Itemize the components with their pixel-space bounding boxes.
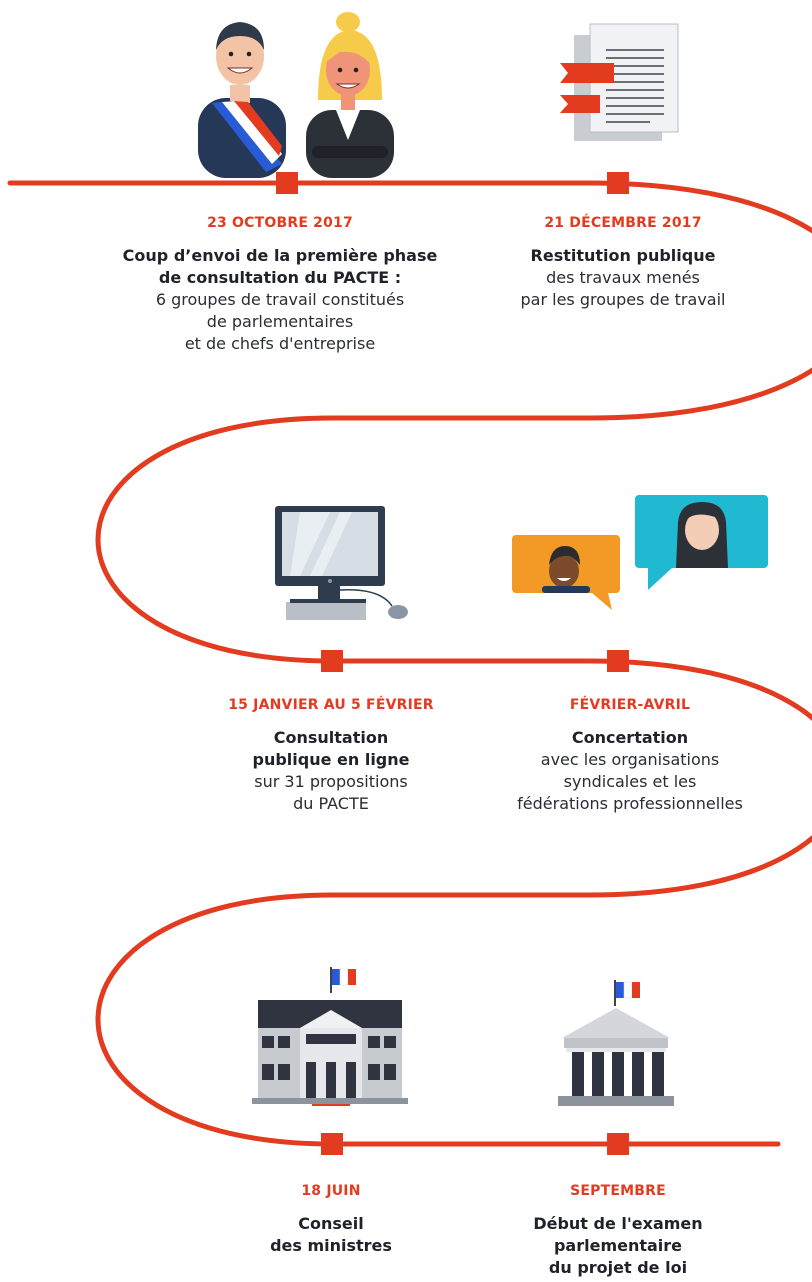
chat-bubbles-icon [512,495,768,610]
timeline-marker [321,650,343,672]
desktop-computer-icon [275,506,408,620]
timeline-step-5: 18 JUIN Conseil des ministres [231,1183,431,1257]
step-date: 15 JANVIER AU 5 FÉVRIER [228,697,434,713]
timeline-step-4: FÉVRIER-AVRIL Concertation avec les orga… [488,697,772,815]
timeline-step-6: SEPTEMBRE Début de l'examen parlementair… [508,1183,728,1279]
step-date: SEPTEMBRE [570,1183,666,1199]
step-date: 21 DÉCEMBRE 2017 [544,215,702,231]
step-title: Restitution publique [530,246,716,265]
timeline-marker [607,1133,629,1155]
timeline-marker [321,1133,343,1155]
timeline-step-3: 15 JANVIER AU 5 FÉVRIER Consultation pub… [206,697,456,815]
step-description: 6 groupes de travail constitués de parle… [155,290,405,353]
step-description: avec les organisations syndicales et les… [517,750,743,813]
step-description: des travaux menés par les groupes de tra… [520,268,726,309]
elected-officials-icon [198,12,394,178]
step-title: Concertation [571,728,689,747]
step-title: Conseil des ministres [270,1214,392,1255]
timeline-marker [607,172,629,194]
report-document-icon [560,23,679,141]
step-date: 23 OCTOBRE 2017 [207,215,353,231]
parliament-building-icon [558,980,674,1106]
step-title: Début de l'examen parlementaire du proje… [533,1214,703,1277]
timeline-step-1: 23 OCTOBRE 2017 Coup d’envoi de la premi… [100,215,460,355]
government-building-icon [252,967,408,1106]
step-title: Consultation publique en ligne [252,728,410,769]
step-date: FÉVRIER-AVRIL [569,697,691,713]
step-description: sur 31 propositions du PACTE [254,772,408,813]
timeline-marker [276,172,298,194]
timeline-step-2: 21 DÉCEMBRE 2017 Restitution publique de… [493,215,753,311]
step-title: Coup d’envoi de la première phase de con… [122,246,438,287]
timeline-marker [607,650,629,672]
step-date: 18 JUIN [301,1183,361,1199]
